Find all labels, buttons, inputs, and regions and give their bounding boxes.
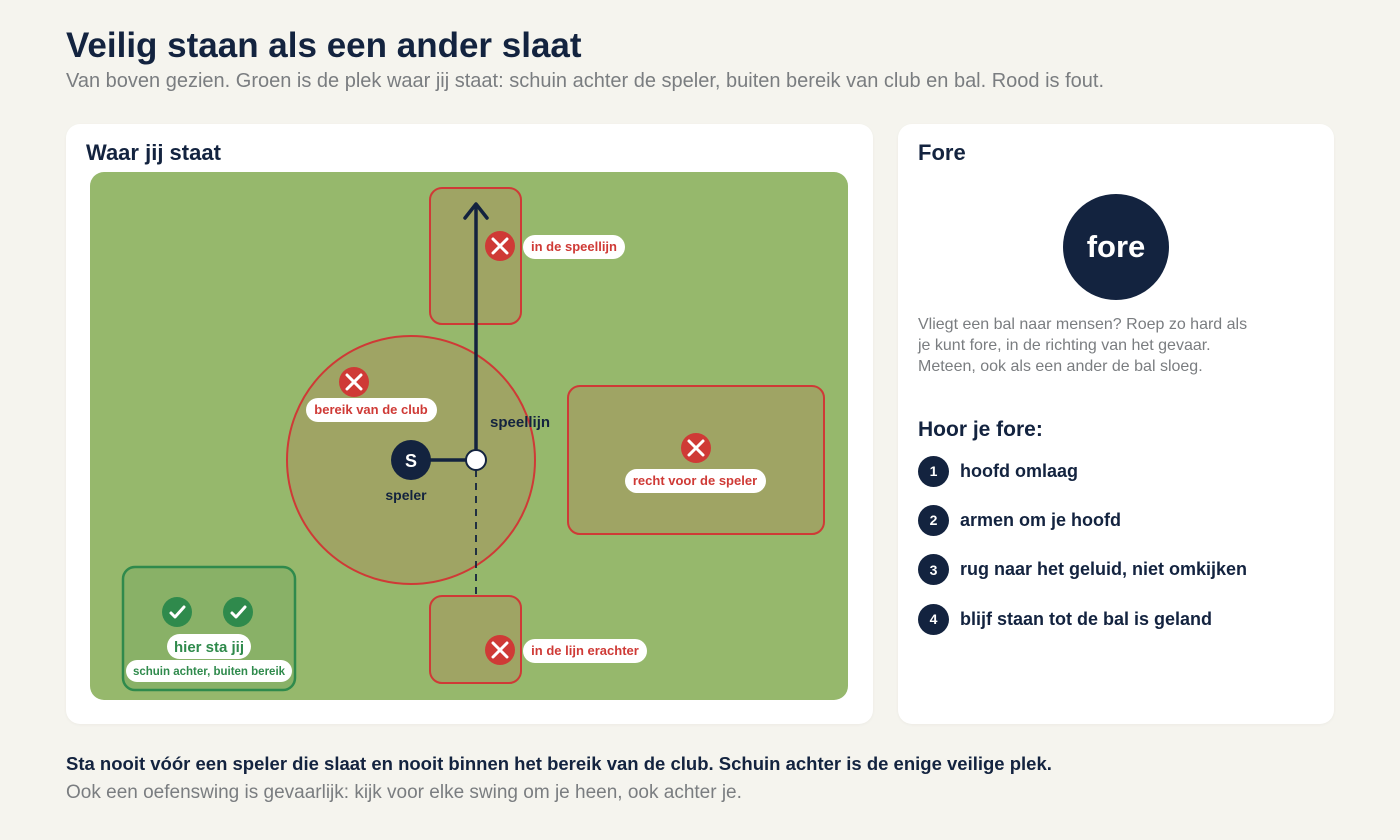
label-pill xyxy=(306,398,437,422)
step-text: blijf staan tot de bal is geland xyxy=(960,608,1213,629)
player-marker xyxy=(391,440,431,480)
label-pill xyxy=(126,660,292,682)
safe-zone-label: hier sta jij xyxy=(174,639,244,656)
step-item: 4 blijf staan tot de bal is geland xyxy=(918,603,1247,635)
check-icon xyxy=(162,597,192,627)
safe-zone xyxy=(121,565,297,692)
fore-description: Vliegt een bal naar mensen? Roep zo hard… xyxy=(918,316,1248,375)
player-initial: S xyxy=(405,451,417,471)
footer-note: Ook een oefenswing is gevaarlijk: kijk v… xyxy=(66,782,742,803)
page-subtitle: Van boven gezien. Groen is de plek waar … xyxy=(66,70,1105,92)
footer-key-rule: Sta nooit vóór een speler die slaat en n… xyxy=(66,753,1052,774)
play-line-arrowhead xyxy=(463,202,489,220)
diagram-card: Waar jij staat S speler speellijn xyxy=(66,124,873,724)
page-title: Veilig staan als een ander slaat xyxy=(66,26,582,65)
step-text: rug naar het geluid, niet omkijken xyxy=(960,559,1248,580)
field-diagram: S speler speellijn in de speellijn berei… xyxy=(90,172,848,700)
x-icon xyxy=(485,635,515,665)
step-number: 3 xyxy=(918,554,949,586)
ball xyxy=(465,449,487,471)
step-number: 2 xyxy=(918,504,949,536)
zone-label-in-front: recht voor de speler xyxy=(633,473,757,488)
zone-label-club-reach: bereik van de club xyxy=(314,402,427,417)
step-item: 1 hoofd omlaag xyxy=(918,455,1247,487)
steps-list: 1 hoofd omlaag 2 armen om je hoofd 3 rug… xyxy=(918,455,1247,653)
step-number: 1 xyxy=(918,455,949,487)
fore-card: Fore fore Vliegt een bal naar mensen? Ro… xyxy=(898,124,1334,724)
step-text: hoofd omlaag xyxy=(960,460,1078,481)
safe-zone-sublabel: schuin achter, buiten bereik xyxy=(133,666,286,678)
label-pill xyxy=(167,634,251,659)
player-label: speler xyxy=(385,487,427,503)
label-pill xyxy=(523,639,647,663)
x-icon xyxy=(485,231,515,261)
step-item: 2 armen om je hoofd xyxy=(918,504,1247,536)
x-icon xyxy=(339,367,369,397)
step-number: 4 xyxy=(918,603,949,635)
step-item: 3 rug naar het geluid, niet omkijken xyxy=(918,554,1247,586)
steps-title: Hoor je fore: xyxy=(918,418,1043,441)
fore-badge: fore xyxy=(1063,194,1169,300)
line-label: speellijn xyxy=(490,414,550,431)
diagram-title: Waar jij staat xyxy=(86,140,221,165)
check-icon xyxy=(223,597,253,627)
x-icon xyxy=(681,433,711,463)
step-text: armen om je hoofd xyxy=(960,509,1122,530)
label-pill xyxy=(523,235,625,259)
label-pill xyxy=(625,469,766,493)
zone-label-play-line: in de speellijn xyxy=(531,239,617,254)
zone-label-behind-line: in de lijn erachter xyxy=(531,643,639,658)
fore-title: Fore xyxy=(918,140,966,165)
